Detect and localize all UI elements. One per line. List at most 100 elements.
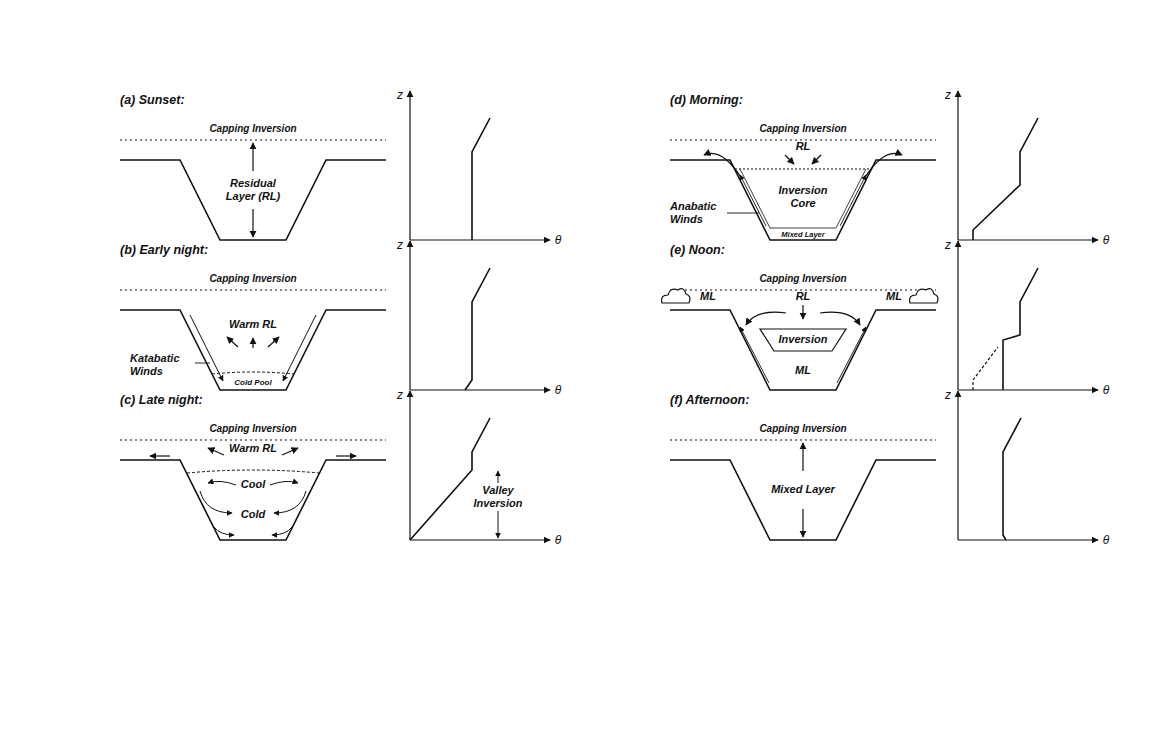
flow-arrow: [746, 312, 786, 325]
panel-title: (a) Sunset:: [120, 93, 185, 108]
flow-arrow: [200, 491, 232, 513]
valley-outline: [670, 460, 936, 540]
inversion-label: Capping Inversion: [209, 273, 296, 285]
flow-arrow: [274, 491, 306, 513]
panel-title: (d) Morning:: [670, 93, 743, 108]
panel-title: (c) Late night:: [120, 393, 203, 408]
axis-label: z: [397, 388, 403, 402]
capping-line: [120, 439, 386, 440]
flow-arrow: [214, 527, 234, 535]
profile-plot: [958, 241, 1098, 390]
profile-plot: [410, 241, 550, 390]
flow-arrow: [802, 305, 803, 319]
flow-arrow: [785, 155, 794, 164]
z-axis: [409, 391, 410, 540]
layer-label: Residual Layer (RL): [217, 177, 289, 203]
theta-profile: [465, 268, 490, 390]
axis-label: θ: [555, 383, 562, 397]
theta-axis: [410, 389, 550, 390]
flow-arrow: [336, 455, 356, 456]
layer-label: ML: [795, 364, 811, 377]
axis-label: θ: [1103, 533, 1110, 547]
flow-arrow: [820, 312, 860, 325]
inversion-top: [735, 168, 871, 169]
z-axis: [409, 91, 410, 240]
theta-axis: [958, 239, 1098, 240]
layer-label: Cold: [241, 508, 265, 521]
inversion-label: Capping Inversion: [759, 273, 846, 285]
flow-arrow: [150, 455, 170, 456]
capping-line: [120, 289, 386, 290]
panel-title: (e) Noon:: [670, 243, 725, 258]
cold-pool-line: [212, 372, 294, 374]
z-axis: [957, 91, 958, 240]
depth-arrow: [802, 509, 803, 537]
theta-axis: [958, 389, 1098, 390]
valley-panel: [662, 289, 938, 390]
theta-profile-earlier: [973, 347, 998, 390]
valley-panel: [120, 440, 386, 540]
flow-arrow: [704, 153, 742, 179]
axis-label: z: [397, 88, 403, 102]
katabatic-arrow: [190, 315, 223, 381]
flow-arrow: [227, 337, 238, 347]
layer-label: ML: [700, 290, 716, 303]
capping-line: [670, 439, 936, 440]
profile-plot: [410, 91, 550, 240]
theta-profile: [1003, 268, 1038, 390]
depth-arrow: [252, 143, 253, 171]
anabatic-arrow: [840, 175, 866, 226]
axis-label: z: [945, 88, 951, 102]
layer-label: Anabatic Winds: [670, 200, 724, 226]
layer-label: Valley Inversion: [469, 484, 527, 510]
capping-line: [120, 139, 386, 140]
flow-arrow: [864, 153, 902, 179]
anabatic-arrow: [740, 175, 766, 226]
panel-title: (b) Early night:: [120, 243, 208, 258]
flow-arrow: [812, 155, 821, 164]
cloud-symbol: [910, 289, 938, 303]
layer-label: Inversion: [779, 333, 828, 346]
theta-profile: [472, 118, 490, 240]
flow-arrow: [272, 527, 292, 535]
theta-profile: [1003, 418, 1021, 540]
panel-title: (f) Afternoon:: [670, 393, 749, 408]
flow-arrow: [268, 337, 279, 347]
axis-label: z: [397, 238, 403, 252]
valley-outline: [670, 310, 936, 390]
layer-boundary: [187, 470, 319, 473]
valley-outline: [670, 160, 936, 240]
layer-label: ML: [886, 290, 902, 303]
valley-panel: [120, 290, 386, 390]
layer-label: Warm RL: [229, 442, 277, 455]
depth-arrow: [498, 471, 499, 483]
flow-arrow: [252, 338, 253, 348]
layer-label: Mixed Layer: [781, 230, 824, 239]
valley-outline: [120, 310, 386, 390]
axis-label: θ: [555, 233, 562, 247]
axis-label: θ: [555, 533, 562, 547]
layer-label: Inversion Core: [773, 184, 833, 210]
depth-arrow: [498, 511, 499, 538]
theta-profile: [973, 118, 1038, 240]
layer-label: Warm RL: [229, 318, 277, 331]
layer-label: Katabatic Winds: [130, 352, 192, 378]
valley-panel: [670, 140, 936, 240]
valley-panel: [670, 440, 936, 540]
profile-plot: [958, 91, 1098, 240]
axis-label: z: [945, 238, 951, 252]
flow-arrow: [208, 481, 236, 485]
inversion-label: Capping Inversion: [759, 423, 846, 435]
depth-arrow: [252, 209, 253, 237]
layer-label: Cool: [241, 478, 265, 491]
axis-label: z: [945, 388, 951, 402]
z-axis: [409, 241, 410, 390]
theta-axis: [410, 239, 550, 240]
profile-plot: [958, 391, 1098, 540]
layer-label: Mixed Layer: [767, 483, 839, 496]
inversion-label: Capping Inversion: [209, 423, 296, 435]
layer-label: Cold Pool: [234, 378, 271, 388]
valley-outline: [120, 460, 386, 540]
